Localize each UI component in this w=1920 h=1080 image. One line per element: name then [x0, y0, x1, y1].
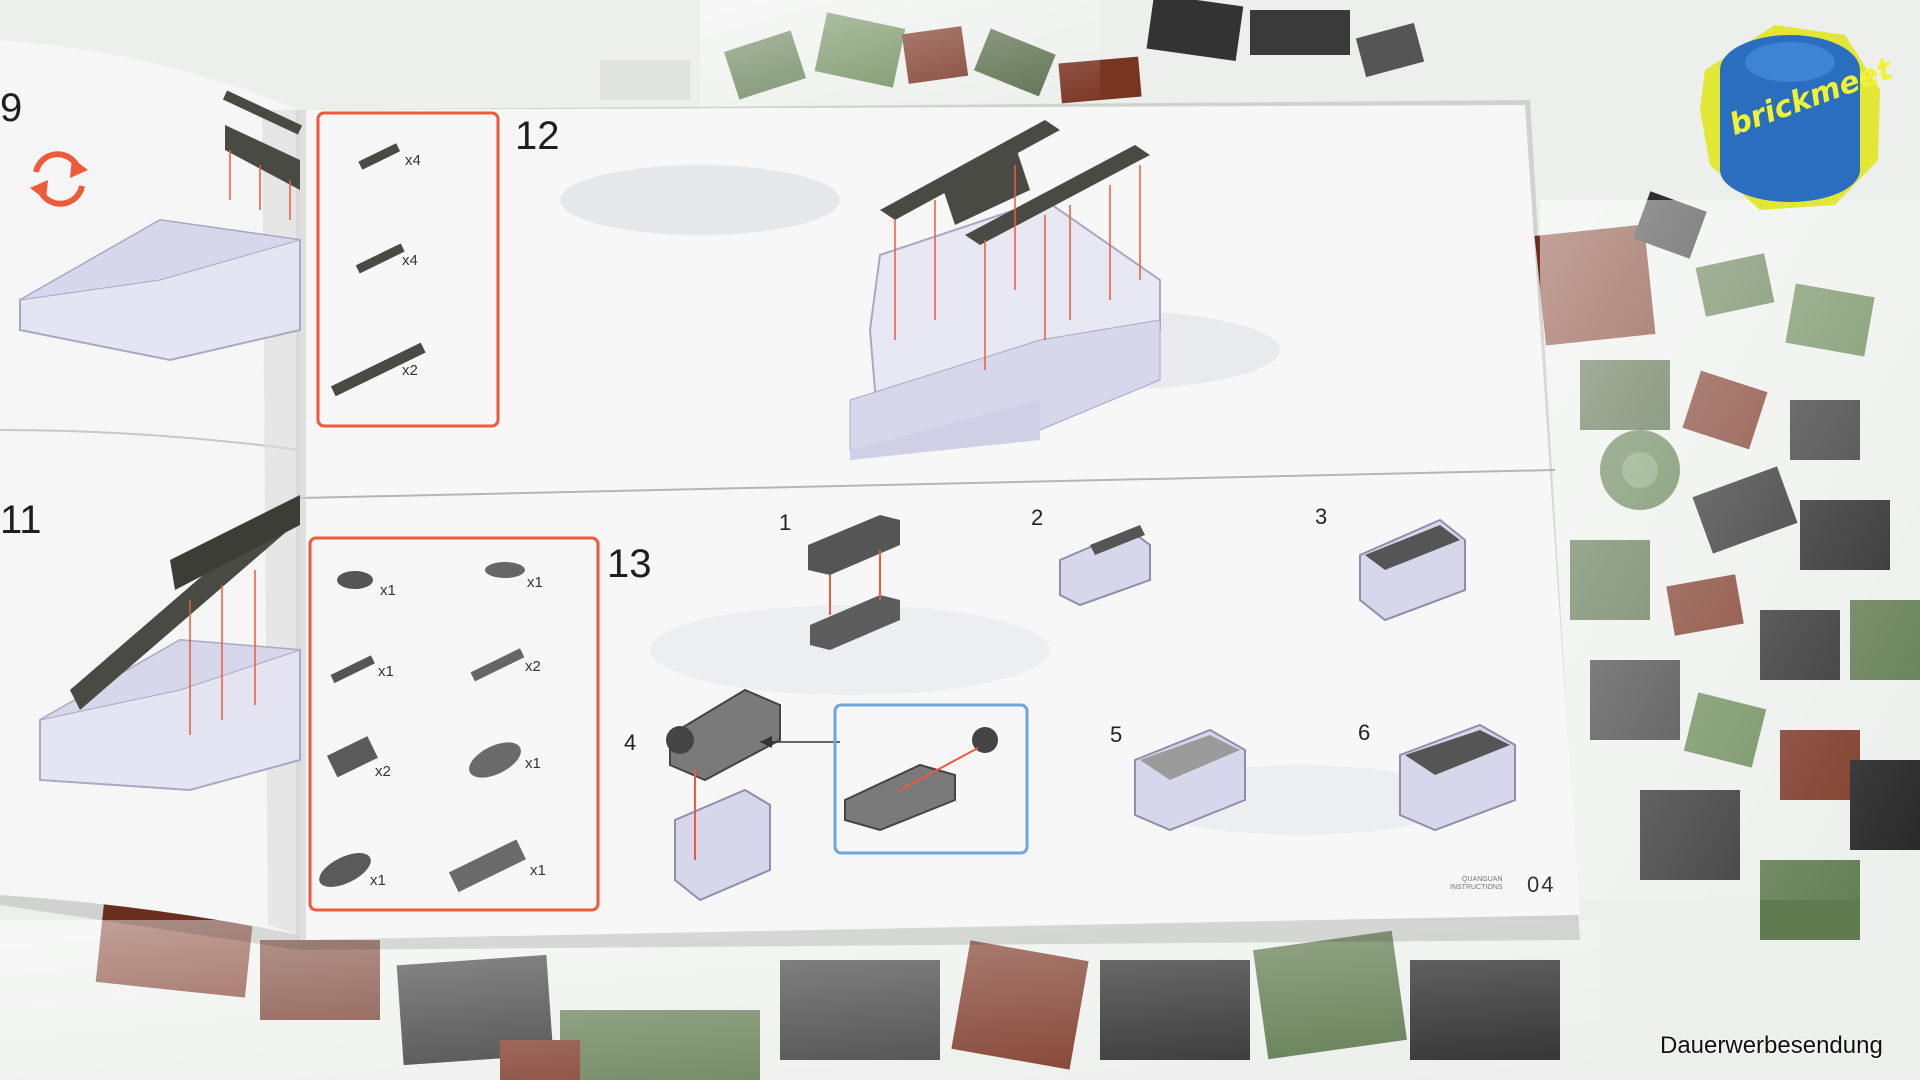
substep-number-4: 4 — [624, 730, 637, 755]
step-13-parts-box — [308, 536, 600, 912]
step-number-12: 12 — [515, 114, 560, 158]
part-qty: x1 — [370, 872, 386, 889]
booklet-right-page — [296, 105, 1580, 940]
part-qty: x1 — [530, 862, 546, 879]
booklet-brand: QUANGUAN INSTRUCTIONS — [1450, 876, 1503, 891]
brick-bags-right — [1534, 191, 1920, 940]
substep-2-illustration — [1059, 525, 1151, 607]
substep-number-6: 6 — [1358, 720, 1371, 745]
step-9-model — [19, 90, 303, 362]
substep-1-illustration — [808, 515, 900, 650]
step-number-11: 11 — [0, 498, 42, 542]
step-12-parts-box — [316, 111, 500, 428]
step-number-13: 13 — [607, 542, 652, 586]
part-qty: x1 — [525, 755, 541, 772]
substep-4-detail-box — [833, 703, 1029, 855]
brick-bags-bottom — [0, 892, 1600, 1080]
step-11-model — [39, 495, 301, 792]
part-qty: x2 — [402, 362, 418, 379]
part-qty: x2 — [525, 658, 541, 675]
substep-number-1: 1 — [779, 510, 792, 535]
part-qty: x4 — [402, 252, 418, 269]
page-number: 04 — [1527, 872, 1556, 897]
watermark-text: Dauerwerbesendung — [1660, 1032, 1883, 1059]
part-qty: x2 — [375, 763, 391, 780]
part-qty: x4 — [405, 152, 421, 169]
substep-number-3: 3 — [1315, 504, 1328, 529]
rotate-icon — [30, 151, 88, 207]
substep-number-5: 5 — [1110, 722, 1123, 747]
part-qty: x1 — [527, 574, 543, 591]
substep-6-illustration — [1399, 723, 1516, 832]
substep-3-illustration — [1359, 518, 1466, 622]
booklet-left-page — [0, 40, 301, 935]
part-qty: x1 — [380, 582, 396, 599]
substep-number-2: 2 — [1031, 505, 1044, 530]
substep-5-illustration — [1134, 728, 1246, 832]
step-12-model — [849, 120, 1161, 460]
substep-4-illustration — [666, 688, 840, 902]
part-qty: x1 — [378, 663, 394, 680]
step-number-9: 9 — [0, 86, 23, 130]
brick-bags-top — [600, 0, 1425, 110]
brickmeet-logo — [1700, 25, 1880, 210]
